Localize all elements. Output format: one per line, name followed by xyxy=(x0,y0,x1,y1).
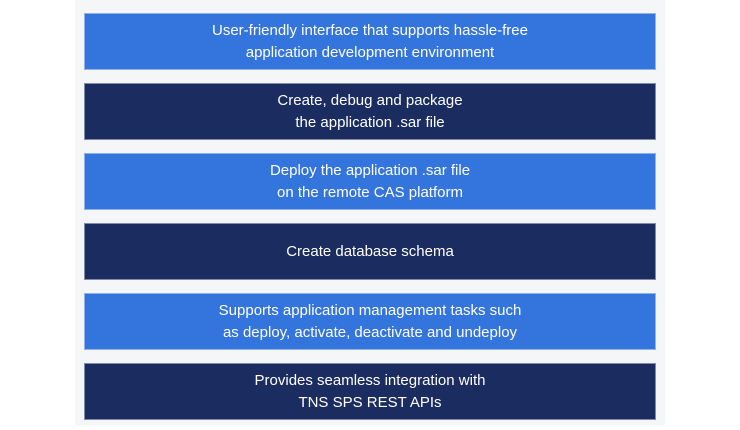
feature-bar-user-friendly-interface: User-friendly interface that supports ha… xyxy=(84,13,656,70)
feature-bar-text: User-friendly interface that supports ha… xyxy=(212,21,528,61)
feature-bar-text: Supports application management tasks su… xyxy=(218,301,522,341)
feature-bar-text: Deploy the application .sar file on the … xyxy=(269,161,471,201)
feature-bar-application-management: Supports application management tasks su… xyxy=(84,293,656,350)
feature-bar-text: Create database schema xyxy=(286,242,454,260)
feature-bar-text: Create, debug and package the applicatio… xyxy=(277,91,463,131)
feature-bar-create-debug-package: Create, debug and package the applicatio… xyxy=(84,83,656,140)
feature-bar-text: Provides seamless integration with TNS S… xyxy=(254,371,486,411)
feature-bar-create-database-schema: Create database schema xyxy=(84,223,656,280)
feature-bar-rest-api-integration: Provides seamless integration with TNS S… xyxy=(84,363,656,420)
feature-bar-deploy-sar-file: Deploy the application .sar file on the … xyxy=(84,153,656,210)
feature-panel: User-friendly interface that supports ha… xyxy=(75,0,665,425)
